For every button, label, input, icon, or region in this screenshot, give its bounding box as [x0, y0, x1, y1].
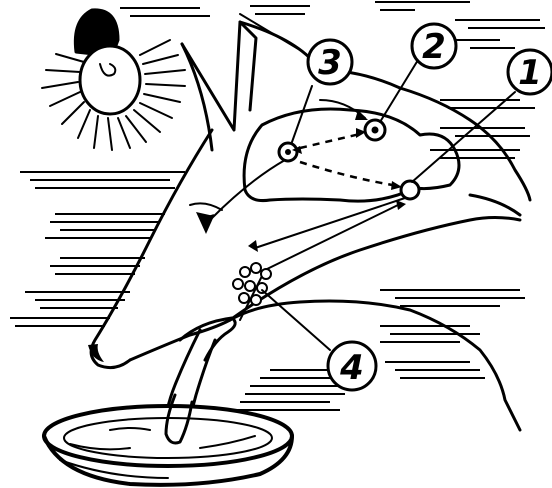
callout-3: 3 [308, 40, 352, 84]
reflex-pathways [202, 100, 419, 320]
callout-1-label: 1 [518, 53, 542, 93]
salivary-gland [233, 263, 271, 305]
callout-3-label: 3 [318, 43, 342, 83]
subcortical-node [401, 181, 419, 199]
background-hatching-left [10, 172, 185, 326]
callout-1: 1 [508, 50, 552, 94]
food-bowl [44, 395, 292, 485]
light-bulb-icon [42, 10, 185, 150]
brain-outline [244, 109, 459, 201]
callout-2-label: 2 [422, 27, 446, 67]
callout-4: 4 [328, 342, 376, 390]
callout-2: 2 [412, 24, 456, 68]
callout-4-label: 4 [339, 348, 364, 388]
